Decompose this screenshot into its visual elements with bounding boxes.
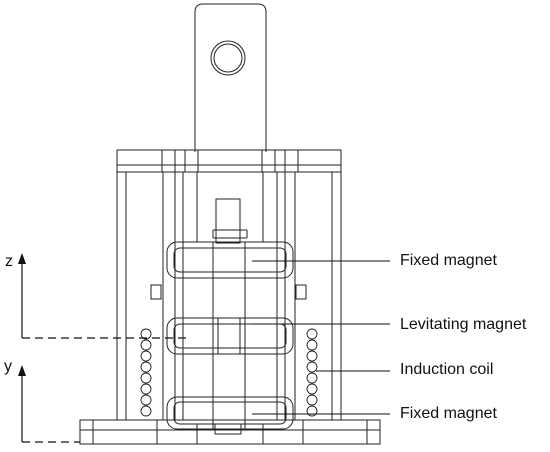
shaft-top [215, 198, 241, 244]
top-fixed-magnet [166, 241, 294, 279]
mounting-hole [210, 40, 246, 76]
y-axis-arrowhead [18, 365, 26, 376]
induction-coil-right [306, 328, 318, 417]
bottom-fixed-magnet [166, 396, 294, 430]
z-axis-arrowhead [18, 253, 26, 264]
y-axis-label: y [4, 358, 12, 375]
label-fixed-magnet-bottom: Fixed magnet [400, 405, 497, 422]
z-axis-label: z [5, 253, 13, 270]
label-levitating-magnet: Levitating magnet [400, 316, 527, 333]
induction-coil-left [140, 328, 152, 417]
top-plate [116, 149, 342, 173]
mounting-tab [194, 3, 267, 152]
label-fixed-magnet-top: Fixed magnet [400, 252, 497, 269]
levitating-magnet-shape [166, 317, 294, 355]
label-induction-coil: Induction coil [400, 361, 494, 378]
